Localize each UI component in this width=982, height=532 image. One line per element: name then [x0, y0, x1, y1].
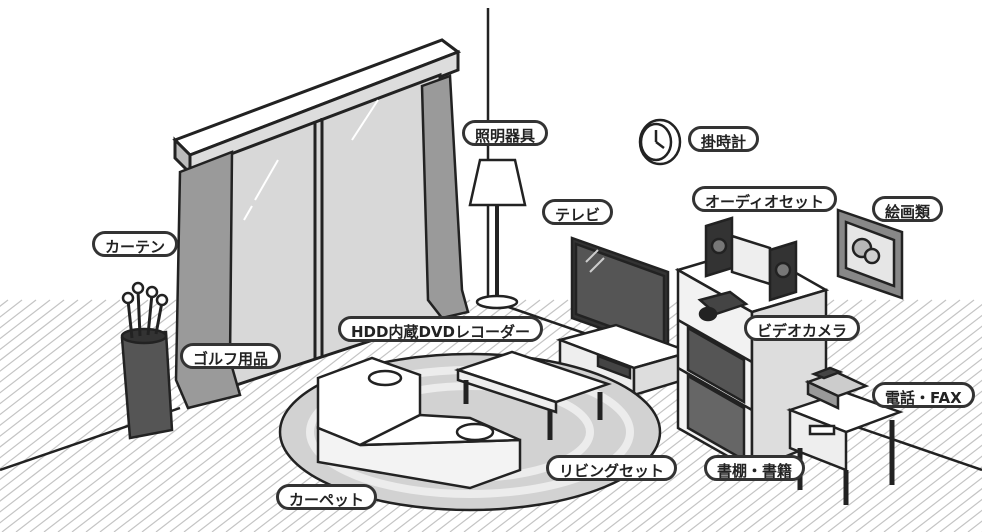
- video-camera: [697, 290, 749, 322]
- floor-hatch-line: [0, 299, 107, 383]
- floor-hatch-line: [939, 498, 982, 532]
- floor-hatch-line: [0, 299, 65, 351]
- floor-lamp: [468, 158, 527, 310]
- sofa: [316, 356, 522, 490]
- floor-hatch-line: [0, 299, 219, 470]
- label-carpet: カーペット: [276, 484, 378, 510]
- floor-hatch-line: [771, 368, 982, 532]
- wall-clock: [638, 118, 682, 166]
- floor-hatch-line: [827, 412, 982, 532]
- painting: [836, 208, 904, 300]
- floor-hatch-line: [911, 477, 982, 532]
- floor-hatch-line: [0, 299, 121, 394]
- floor-hatch-line: [0, 299, 9, 307]
- label-lighting: 照明器具: [462, 120, 549, 146]
- floor-hatch-line: [869, 444, 982, 532]
- coffee-table: [454, 350, 612, 440]
- label-phone-fax: 電話・FAX: [872, 382, 975, 408]
- label-paintings: 絵画類: [872, 196, 944, 222]
- label-recorder: HDD内蔵DVDレコーダー: [338, 316, 543, 342]
- floor-hatch-line: [0, 299, 149, 416]
- label-bookshelf: 書棚・書籍: [704, 455, 806, 481]
- floor-hatch-line: [925, 487, 982, 532]
- label-tv: テレビ: [542, 199, 614, 225]
- audio-set: [704, 216, 798, 302]
- golf-bag: [120, 281, 174, 440]
- label-video-camera: ビデオカメラ: [744, 315, 861, 341]
- phone-table: [786, 390, 904, 505]
- floor-hatch-line: [0, 299, 79, 362]
- floor-hatch-line: [883, 455, 982, 532]
- floor-hatch-line: [855, 433, 982, 532]
- floor-hatch-line: [841, 422, 982, 532]
- floor-hatch-line: [0, 299, 135, 405]
- telephone: [804, 366, 870, 410]
- label-living-set: リビングセット: [546, 455, 678, 481]
- floor-hatch-line: [799, 390, 982, 532]
- label-audio-set: オーディオセット: [692, 186, 837, 212]
- floor-hatch-line: [785, 379, 982, 532]
- floor-hatch-line: [0, 299, 163, 427]
- floor-hatch-line: [757, 358, 982, 532]
- floor-hatch-line: [743, 347, 982, 532]
- floor-hatch-line: [0, 299, 93, 372]
- floor-hatch-line: [813, 401, 982, 532]
- label-curtain: カーテン: [92, 231, 179, 257]
- label-golf: ゴルフ用品: [180, 343, 282, 369]
- label-wall-clock: 掛時計: [688, 126, 760, 152]
- floor-hatch-line: [897, 466, 982, 532]
- floor-hatch-line: [0, 299, 51, 340]
